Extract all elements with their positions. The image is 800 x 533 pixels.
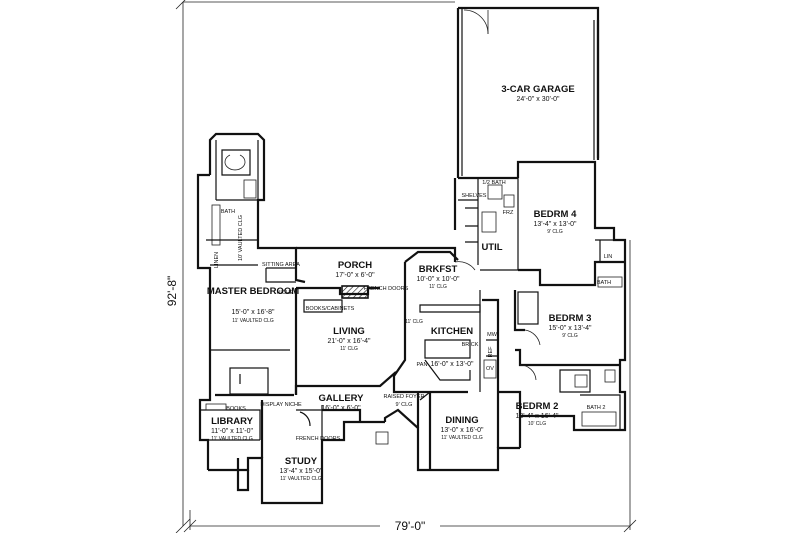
room-name: LIVING bbox=[333, 326, 365, 337]
bath2-label: BATH 2 bbox=[587, 405, 606, 411]
room-gallery: GALLERY 16'-0" x 6'-0" bbox=[318, 393, 364, 412]
raised-foyer-label: RAISED FOYER bbox=[384, 394, 425, 400]
room-dimension: 16'-0" x 13'-0" bbox=[430, 361, 474, 368]
dimension-lines: 92'-8" 79'-0" bbox=[158, 0, 637, 533]
room-dimension: 24'-0" x 30'-0" bbox=[516, 96, 560, 103]
shelves-label: SHELVES bbox=[462, 193, 487, 199]
room-ceiling: 11' CLG bbox=[429, 284, 447, 290]
linen-label: LINEN bbox=[214, 252, 220, 268]
freezer-label: FRZ bbox=[503, 210, 514, 216]
annotations: BATH 10' VAULTED CLG LINEN SITTING AREA … bbox=[214, 180, 612, 442]
room-ceiling: 9' CLG bbox=[562, 333, 578, 339]
room-dimension: 10'-0" x 10'-0" bbox=[416, 276, 460, 283]
utility-label: UTIL bbox=[481, 242, 502, 253]
room-name: BRKFST bbox=[419, 264, 458, 275]
room-ceiling: 10' CLG bbox=[528, 421, 546, 427]
interior-walls bbox=[200, 140, 625, 470]
room-garage: 3-CAR GARAGE 24'-0" x 30'-0" bbox=[501, 84, 574, 103]
room-master-bedroom: MASTER BEDROOM 15'-0" x 16'-8" 11' VAULT… bbox=[207, 286, 299, 324]
linen-closet-label: LIN bbox=[604, 254, 613, 260]
french-doors-study-label: FRENCH DOORS bbox=[296, 436, 341, 442]
kitchen-ceiling: 11' CLG bbox=[405, 319, 423, 325]
oven-label: OV bbox=[486, 366, 494, 372]
room-ceiling: 9' CLG bbox=[547, 229, 563, 235]
room-kitchen: KITCHEN 16'-0" x 13'-0" 11' CLG bbox=[405, 319, 474, 368]
room-dimension: 11'-0" x 11'-0" bbox=[211, 428, 254, 435]
room-bedrm4: BEDRM 4 13'-4" x 13'-0" 9' CLG bbox=[533, 209, 577, 235]
room-living: LIVING 21'-0" x 16'-4" 11' CLG bbox=[327, 326, 371, 352]
room-dimension: 15'-0" x 16'-8" bbox=[231, 309, 275, 316]
room-dimension: 13'-0" x 16'-0" bbox=[440, 427, 484, 434]
room-name: DINING bbox=[445, 415, 478, 426]
room-ceiling: 11' CLG bbox=[340, 346, 358, 352]
display-niche-label: DISPLAY NICHE bbox=[260, 402, 302, 408]
room-name: GALLERY bbox=[318, 393, 364, 404]
niche-label: NICHE bbox=[276, 290, 293, 296]
overall-width-label: 79'-0" bbox=[395, 519, 426, 533]
master-bath-label: BATH bbox=[221, 209, 235, 215]
microwave-label: MW bbox=[487, 332, 498, 338]
room-ceiling: 11' VAULTED CLG bbox=[232, 318, 274, 324]
room-dimension: 16'-0" x 6'-0" bbox=[321, 405, 361, 412]
room-dimension: 13'-4" x 16'-4" bbox=[515, 413, 559, 420]
master-bath-ceiling: 10' VAULTED CLG bbox=[238, 215, 244, 261]
room-name: LIBRARY bbox=[211, 416, 254, 427]
room-bedrm2: BEDRM 2 13'-4" x 16'-4" 10' CLG bbox=[515, 401, 559, 427]
books-label: BOOKS bbox=[226, 406, 246, 412]
room-ceiling: 11' VAULTED CLG bbox=[211, 436, 253, 442]
room-ceiling: 11' VAULTED CLG bbox=[280, 476, 322, 482]
bath-label: BATH bbox=[597, 280, 611, 286]
sitting-area-label: SITTING AREA bbox=[262, 262, 300, 268]
room-porch: PORCH 17'-0" x 6'-0" bbox=[335, 260, 375, 279]
french-doors-porch-label: FRENCH DOORS bbox=[364, 286, 409, 292]
brick-label: BRICK bbox=[462, 342, 479, 348]
room-library: LIBRARY 11'-0" x 11'-0" 11' VAULTED CLG bbox=[211, 416, 254, 442]
room-study: STUDY 13'-4" x 15'-0" 11' VAULTED CLG bbox=[279, 456, 323, 482]
refrigerator-label: REF bbox=[488, 346, 494, 358]
room-name: BEDRM 2 bbox=[516, 401, 559, 412]
room-dimension: 15'-0" x 13'-4" bbox=[548, 325, 592, 332]
half-bath-label: 1/2 BATH bbox=[482, 180, 505, 186]
room-ceiling: 11' VAULTED CLG bbox=[441, 435, 483, 441]
room-name: 3-CAR GARAGE bbox=[501, 84, 574, 95]
books-cabinets-label: BOOKS/CABINETS bbox=[306, 306, 355, 312]
room-name: KITCHEN bbox=[431, 326, 473, 337]
room-name: BEDRM 4 bbox=[534, 209, 577, 220]
room-dimension: 21'-0" x 16'-4" bbox=[327, 338, 371, 345]
pantry-label: PAN bbox=[417, 362, 428, 368]
room-name: STUDY bbox=[285, 456, 318, 467]
room-dimension: 13'-4" x 15'-0" bbox=[279, 468, 323, 475]
raised-foyer-ceiling: 9' CLG bbox=[396, 402, 413, 408]
room-brkfst: BRKFST 10'-0" x 10'-0" 11' CLG bbox=[416, 264, 460, 290]
room-dimension: 13'-4" x 13'-0" bbox=[533, 221, 577, 228]
room-dimension: 17'-0" x 6'-0" bbox=[335, 272, 375, 279]
overall-depth-label: 92'-8" bbox=[165, 276, 179, 307]
room-name: BEDRM 3 bbox=[549, 313, 592, 324]
room-name: PORCH bbox=[338, 260, 372, 271]
room-dining: DINING 13'-0" x 16'-0" 11' VAULTED CLG bbox=[440, 415, 484, 441]
room-name: MASTER BEDROOM bbox=[207, 286, 299, 297]
room-bedrm3: BEDRM 3 15'-0" x 13'-4" 9' CLG bbox=[548, 313, 592, 339]
